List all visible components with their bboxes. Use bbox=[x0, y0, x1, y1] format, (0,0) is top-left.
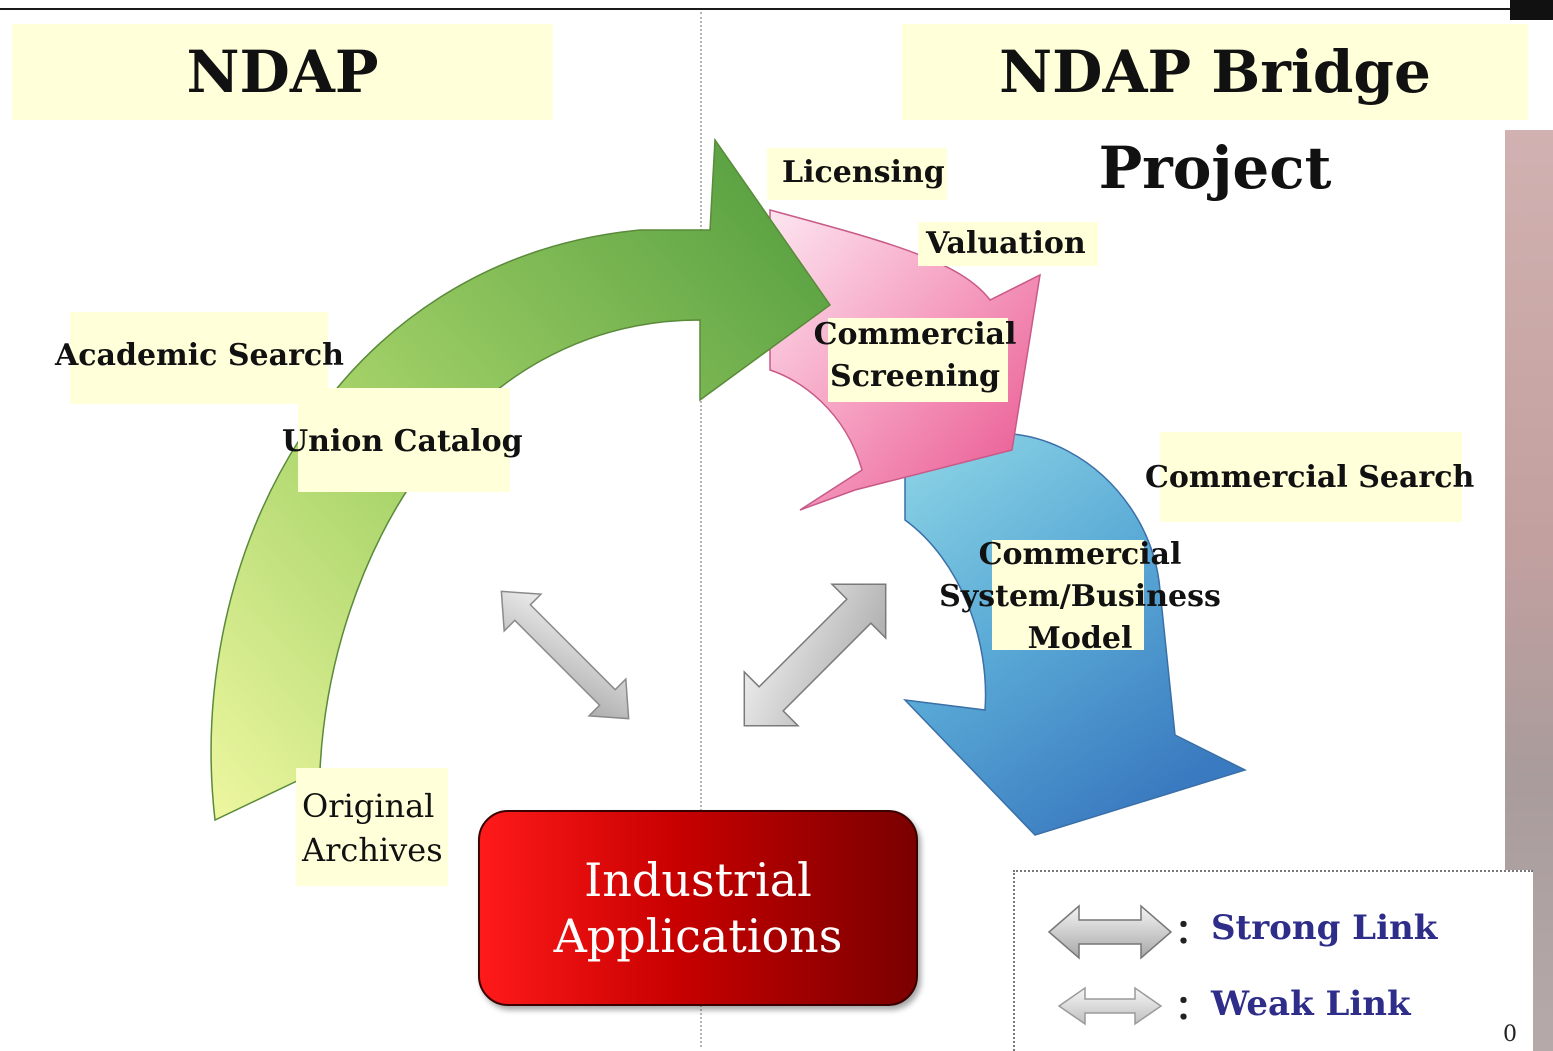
label-union-catalog: Union Catalog bbox=[282, 424, 523, 459]
label-commercial-screening-line1: Commercial bbox=[813, 317, 1017, 352]
label-commercial-system-line3: Model bbox=[1027, 621, 1133, 656]
label-academic-search: Academic Search bbox=[55, 338, 344, 373]
label-commercial-screening-line2: Screening bbox=[830, 359, 1000, 394]
label-commercial-search: Commercial Search bbox=[1145, 460, 1475, 495]
legend: ： Strong Link ： Weak Link bbox=[1013, 870, 1533, 1051]
strong-link-arrow bbox=[743, 583, 887, 727]
legend-strong-label: Strong Link bbox=[1211, 908, 1438, 948]
top-rule bbox=[0, 8, 1510, 10]
highlight-union-catalog bbox=[298, 388, 510, 492]
label-commercial-system-line2: System/Business bbox=[939, 579, 1221, 614]
label-licensing: Licensing bbox=[782, 155, 945, 190]
green-arrow bbox=[210, 137, 832, 822]
legend-weak-label: Weak Link bbox=[1211, 984, 1411, 1024]
highlight-academic-search bbox=[70, 312, 328, 404]
label-original-archives-line1: Original bbox=[302, 787, 435, 825]
legend-strong-colon: ： bbox=[1175, 912, 1209, 952]
title-ndap: NDAP bbox=[12, 24, 553, 120]
legend-strong-arrow-icon bbox=[1047, 904, 1173, 960]
highlight-valuation bbox=[918, 222, 1098, 266]
weak-link-arrow bbox=[500, 590, 630, 720]
highlight-commercial-system bbox=[992, 540, 1144, 650]
highlight-original-archives bbox=[296, 768, 448, 886]
title-ndap-bridge-project: NDAP Bridge Project bbox=[902, 24, 1528, 202]
highlight-licensing bbox=[767, 148, 947, 200]
label-original-archives-line2: Archives bbox=[302, 831, 443, 869]
label-valuation: Valuation bbox=[926, 226, 1086, 261]
industrial-line1: Industrial bbox=[584, 853, 812, 907]
page-number: 0 bbox=[1503, 1022, 1517, 1047]
industrial-line2: Applications bbox=[553, 909, 843, 963]
highlight-commercial-screening bbox=[828, 318, 1008, 402]
legend-weak-arrow-icon bbox=[1057, 986, 1163, 1026]
label-commercial-system-line1: Commercial bbox=[978, 537, 1182, 572]
center-divider bbox=[700, 12, 702, 1047]
legend-weak-colon: ： bbox=[1175, 988, 1209, 1028]
label-original-archives: Original Archives bbox=[302, 784, 443, 872]
label-commercial-system: Commercial System/Business Model bbox=[930, 534, 1230, 660]
highlight-commercial-search bbox=[1160, 432, 1462, 522]
label-commercial-screening: Commercial Screening bbox=[800, 314, 1030, 398]
corner-block bbox=[1510, 0, 1553, 20]
industrial-applications-box: Industrial Applications bbox=[478, 810, 918, 1006]
